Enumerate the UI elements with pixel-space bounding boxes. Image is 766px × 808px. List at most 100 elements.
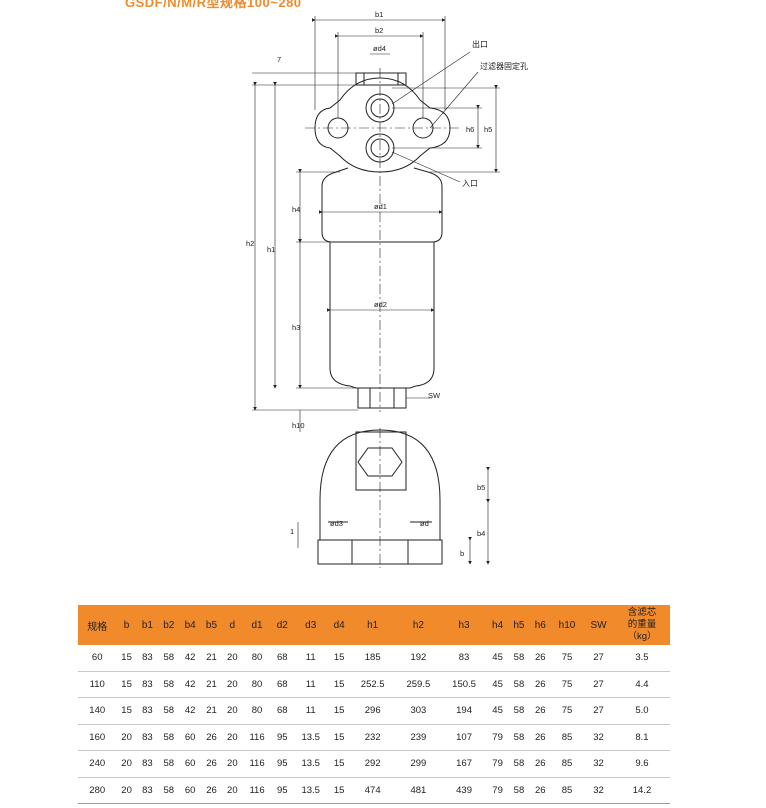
dim-label: ød3	[330, 519, 343, 528]
table-cell: 80	[242, 671, 272, 698]
table-cell: 474	[349, 777, 396, 804]
table-cell: 27	[583, 645, 614, 672]
table-cell: 107	[441, 724, 487, 751]
table-cell: 75	[550, 671, 584, 698]
table-cell: 26	[200, 777, 223, 804]
col-header: d2	[271, 605, 293, 645]
table-cell: 3.5	[613, 645, 670, 672]
table-cell: 32	[583, 724, 614, 751]
col-header: b1	[136, 605, 159, 645]
table-cell: 75	[550, 697, 584, 725]
table-cell: 14.2	[613, 777, 670, 804]
dim-label: 7	[277, 55, 281, 64]
table-cell: 15	[116, 645, 137, 672]
dim-label: ød1	[374, 202, 387, 211]
table-cell: 8.1	[613, 724, 670, 751]
table-cell: 240	[78, 750, 117, 778]
col-header: b	[116, 605, 137, 645]
table-cell: 21	[200, 671, 223, 698]
table-cell: 60	[78, 645, 117, 672]
table-cell: 58	[508, 777, 530, 804]
dim-label: b4	[477, 529, 485, 538]
table-cell: 26	[529, 645, 551, 672]
table-cell: 95	[271, 777, 293, 804]
table-cell: 116	[242, 750, 272, 778]
table-cell: 15	[328, 777, 350, 804]
dimension-labels: b1 b2 ød4 7 h6 h5 h4 h2 h1 ød1 h3 ød2 h1…	[246, 10, 492, 558]
table-cell: 9.6	[613, 750, 670, 778]
table-cell: 80	[242, 697, 272, 725]
dim-label: b	[460, 549, 464, 558]
table-cell: 252.5	[349, 671, 396, 698]
table-cell: 5.0	[613, 697, 670, 725]
weight-header-line: （kg）	[627, 631, 657, 642]
table-cell: 68	[271, 645, 293, 672]
table-cell: 20	[222, 777, 243, 804]
col-header: d3	[292, 605, 329, 645]
table-cell: 20	[222, 724, 243, 751]
table-cell: 58	[158, 697, 180, 725]
table-cell: 32	[583, 750, 614, 778]
col-header: b5	[200, 605, 223, 645]
table-cell: 80	[242, 645, 272, 672]
dim-label: h2	[246, 239, 254, 248]
table-cell: 26	[529, 777, 551, 804]
table-cell: 68	[271, 671, 293, 698]
table-cell: 150.5	[441, 671, 487, 698]
table-cell: 303	[395, 697, 442, 725]
table-cell: 11	[292, 697, 329, 725]
table-cell: 15	[328, 724, 350, 751]
table-cell: 20	[116, 777, 137, 804]
table-cell: 20	[222, 750, 243, 778]
table-cell: 26	[200, 750, 223, 778]
table-cell: 42	[179, 645, 201, 672]
col-header: 规格	[78, 605, 117, 645]
table-cell: 60	[179, 724, 201, 751]
dim-label: h10	[292, 421, 305, 430]
table-cell: 42	[179, 697, 201, 725]
table-cell: 58	[158, 777, 180, 804]
dim-label: h3	[292, 323, 300, 332]
table-header-row: 规格 b b1 b2 b4 b5 d d1 d2 d3 d4 h1 h2 h3 …	[78, 605, 670, 645]
col-header: h10	[550, 605, 584, 645]
table-cell: 20	[116, 750, 137, 778]
table-cell: 11	[292, 645, 329, 672]
table-cell: 160	[78, 724, 117, 751]
table-cell: 26	[529, 671, 551, 698]
table-cell: 21	[200, 645, 223, 672]
front-view	[314, 72, 451, 409]
dim-label: SW	[428, 391, 441, 400]
dim-label: 1	[290, 527, 294, 536]
col-header: SW	[583, 605, 614, 645]
table-cell: 15	[328, 750, 350, 778]
dim-label: h4	[292, 205, 300, 214]
table-cell: 481	[395, 777, 442, 804]
table-cell: 13.5	[292, 724, 329, 751]
weight-header-line: 含滤芯	[627, 607, 657, 618]
dim-label: h5	[484, 125, 492, 134]
table-cell: 45	[486, 645, 509, 672]
table-cell: 32	[583, 777, 614, 804]
col-header: b4	[179, 605, 201, 645]
table-cell: 4.4	[613, 671, 670, 698]
table-cell: 83	[136, 697, 159, 725]
table-cell: 259.5	[395, 671, 442, 698]
table-cell: 116	[242, 724, 272, 751]
weight-col-header: 含滤芯 的重量 （kg）	[613, 605, 670, 645]
table-cell: 26	[529, 697, 551, 725]
table-cell: 68	[271, 697, 293, 725]
table-cell: 95	[271, 750, 293, 778]
dim-label: b1	[375, 10, 383, 19]
mounting-hole-label: 过滤器固定孔	[480, 61, 528, 71]
col-header: h2	[395, 605, 442, 645]
table-cell: 83	[136, 750, 159, 778]
dimension-lines	[252, 16, 500, 432]
table-cell: 11	[292, 671, 329, 698]
table-cell: 26	[200, 724, 223, 751]
table-cell: 75	[550, 645, 584, 672]
table-cell: 439	[441, 777, 487, 804]
col-header: h4	[486, 605, 509, 645]
